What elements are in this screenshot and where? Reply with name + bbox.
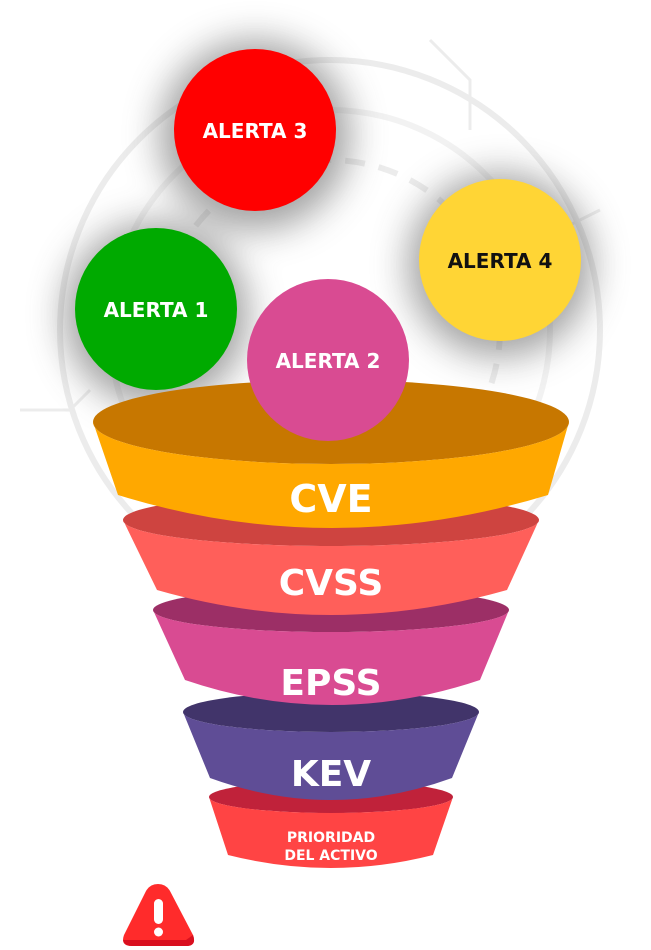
funnel-tier-3: KEV (183, 692, 479, 800)
funnel-tier-label: CVE (289, 477, 372, 521)
funnel-tier-label: EPSS (280, 663, 381, 704)
warning-icon (123, 884, 195, 946)
funnel-tier-band (209, 797, 453, 868)
alert-label: ALERTA 4 (448, 249, 553, 273)
alert-circle-1: ALERTA 1 (75, 228, 237, 390)
alert-label: ALERTA 2 (276, 349, 381, 373)
alerts: ALERTA 1 ALERTA 2 ALERTA 3 ALERTA 4 (75, 49, 581, 441)
funnel-tier-0: CVE (93, 422, 569, 528)
funnel-tier-label-line2: DEL ACTIVO (284, 848, 377, 864)
alert-circle-3: ALERTA 3 (174, 49, 336, 211)
funnel-tier-band (93, 422, 569, 528)
alert-circle-4: ALERTA 4 (419, 179, 581, 341)
funnel-tier-label-line1: PRIORIDAD (287, 830, 375, 846)
funnel-tier-top (183, 692, 479, 732)
funnel-tier-band (153, 610, 509, 705)
alert-label: ALERTA 1 (104, 298, 209, 322)
funnel-tier-band (123, 520, 539, 615)
funnel-tier-label: CVSS (279, 563, 384, 604)
funnel-tier-band (183, 712, 479, 800)
alert-label: ALERTA 3 (203, 119, 308, 143)
funnel-tier-label: KEV (291, 754, 371, 795)
alert-circle-2: ALERTA 2 (247, 279, 409, 441)
funnel-bands: PRIORIDAD DEL ACTIVO KEV EPSS CVSS CVE (93, 422, 569, 868)
